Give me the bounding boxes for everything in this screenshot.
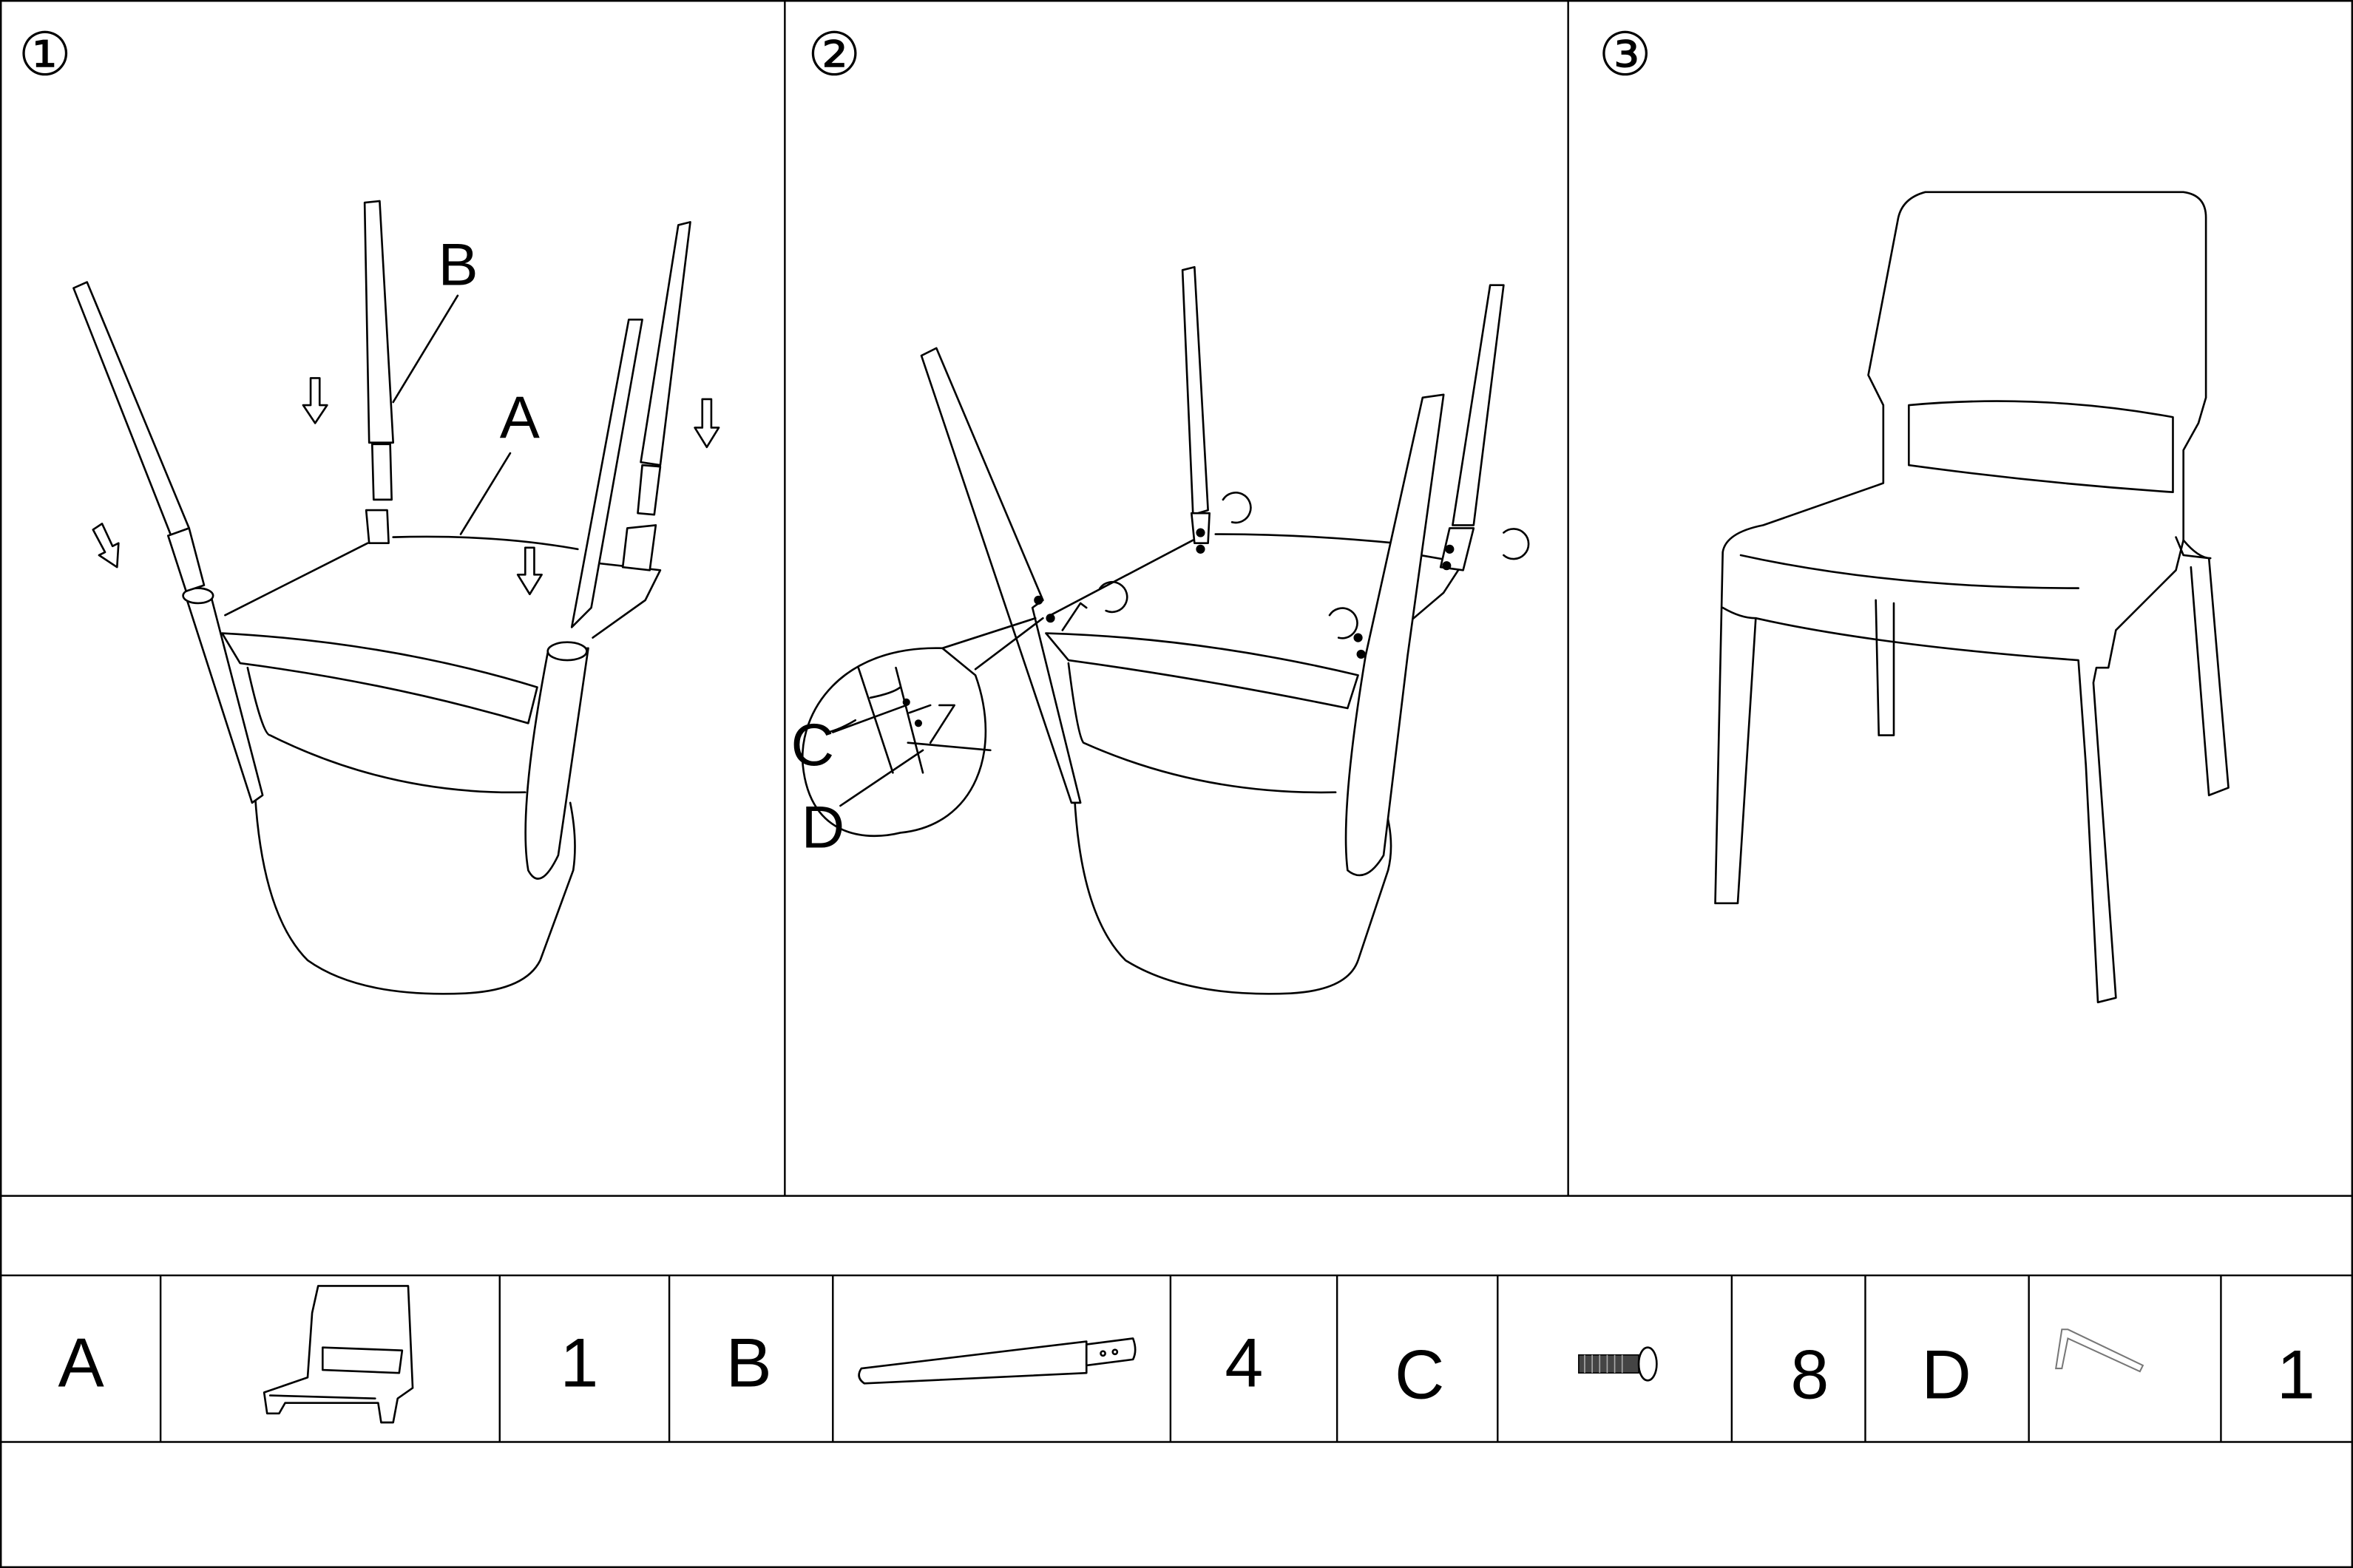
part-a-code: A (58, 1323, 104, 1401)
allen-key-icon (2055, 1328, 2144, 1373)
part-b-qty: 4 (1225, 1323, 1263, 1401)
step-2-illustration: C D (790, 265, 1530, 995)
part-b-code: B (726, 1323, 772, 1401)
step-3-illustration (1714, 191, 2230, 1004)
chair-seat-icon (263, 1285, 414, 1424)
step-1-number: ① (18, 20, 72, 89)
step-3-number: ③ (1598, 20, 1652, 89)
callout-seat-label: A (500, 385, 540, 452)
step-2-number: ② (808, 20, 861, 89)
bolt-icon (1578, 1346, 1658, 1382)
callout-screw-label: C (790, 712, 834, 778)
part-a-qty: 1 (560, 1323, 598, 1401)
chair-leg-icon (858, 1337, 1137, 1385)
part-d-code: D (1921, 1336, 1971, 1413)
callout-leg-label: B (439, 232, 478, 299)
step-1-illustration: B A (72, 200, 720, 995)
part-d-qty: 1 (2277, 1336, 2315, 1413)
callout-key-label: D (802, 795, 845, 861)
part-c-qty: 8 (1790, 1336, 1829, 1413)
parts-table: A 1 B 4 C 8 D 1 (58, 1285, 2315, 1424)
part-c-code: C (1395, 1336, 1444, 1413)
